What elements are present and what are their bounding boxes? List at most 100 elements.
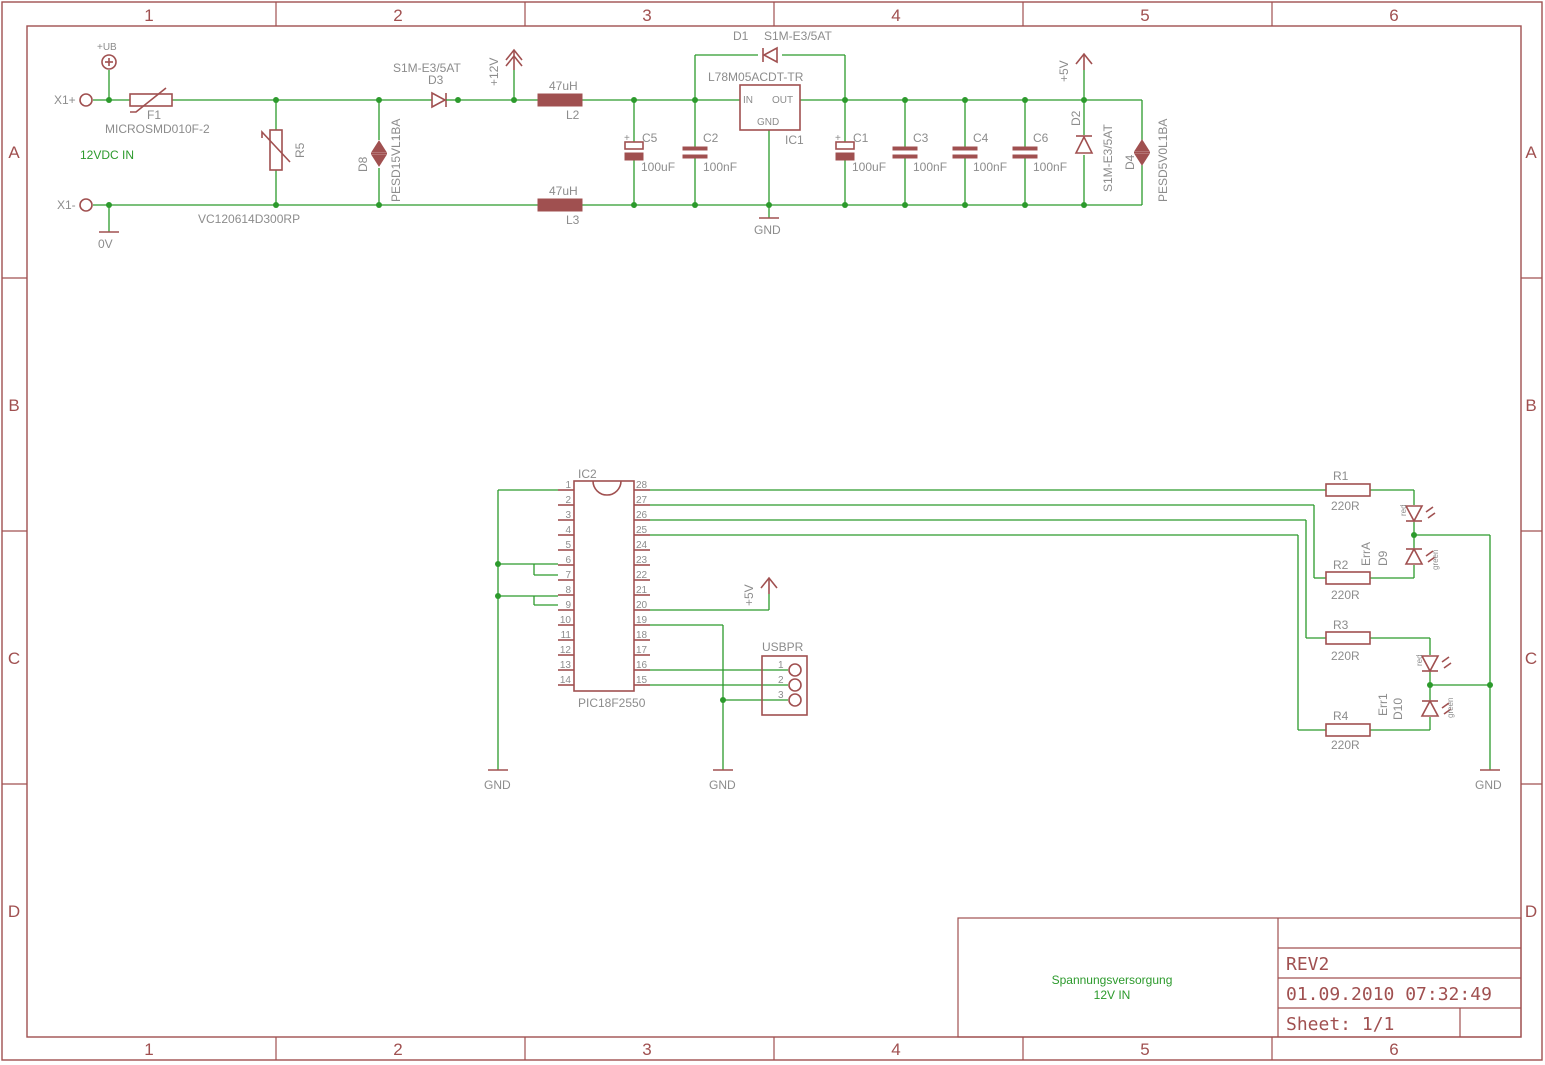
date-time: 01.09.2010 07:32:49: [1286, 984, 1492, 1005]
mcu-pin-number: 8: [565, 585, 571, 596]
plus5v-label: +5V: [1057, 60, 1071, 82]
row-label: A: [1525, 143, 1537, 162]
plus5v-mcu-label: +5V: [742, 584, 756, 606]
r2-value: 220R: [1331, 588, 1360, 602]
fuse-f1: F1 MICROSMD010F-2: [105, 87, 210, 136]
d4-name: D4: [1123, 154, 1137, 170]
c6-name: C6: [1033, 131, 1049, 145]
r1-name: R1: [1333, 469, 1349, 483]
mcu-pin-number: 11: [561, 630, 572, 641]
d10-value: Err1: [1376, 693, 1390, 716]
l2-value: 47uH: [549, 79, 578, 93]
varistor-r5: R5 VC120614D300RP: [198, 129, 307, 226]
column-label: 4: [891, 6, 900, 25]
c3-name: C3: [913, 131, 929, 145]
d9-value: ErrA: [1359, 542, 1373, 566]
mcu-pin-number: 10: [560, 615, 572, 626]
resistor-r4: R4 220R: [1325, 709, 1371, 752]
c1-name: C1: [853, 131, 869, 145]
x1-plus-label: X1+: [54, 93, 76, 107]
sheet-number: Sheet: 1/1: [1286, 1014, 1394, 1035]
input-note: 12VDC IN: [80, 148, 134, 162]
capacitor-c3: C3 100nF: [892, 131, 947, 174]
c6-value: 100nF: [1033, 160, 1067, 174]
d9-red-label: red: [1399, 504, 1408, 516]
d9-green-label: green: [1431, 550, 1440, 570]
ic1-name: IC1: [785, 133, 804, 147]
ground-ic1: GND: [754, 217, 781, 237]
polarity-plus: +: [835, 133, 841, 144]
power-junctions: [106, 97, 1087, 208]
usb-pin-2: 2: [778, 675, 784, 686]
c5-name: C5: [642, 131, 658, 145]
mcu-pin-number: 20: [636, 600, 648, 611]
l3-name: L3: [566, 213, 580, 227]
ground-mcu-left: GND: [484, 769, 511, 792]
row-label: B: [8, 396, 19, 415]
plus12v-label: +12V: [487, 58, 501, 86]
ic2-name: IC2: [578, 467, 597, 481]
capacitor-c6: C6 100nF: [1012, 131, 1067, 174]
column-label: 5: [1140, 6, 1149, 25]
ground-0v: 0V: [98, 231, 119, 251]
mcu-pin-number: 21: [636, 585, 648, 596]
connector-x1: X1+ X1-: [54, 93, 93, 212]
mcu-pin-number: 13: [560, 660, 572, 671]
capacitor-c5: + C5 100uF: [624, 131, 675, 174]
ic1-value: L78M05ACDT-TR: [708, 70, 804, 84]
ub-supply: +UB: [97, 42, 117, 70]
d1-value: S1M-E3/5AT: [764, 29, 832, 43]
row-label: D: [1525, 902, 1537, 921]
mcu-pin-number: 18: [636, 630, 648, 641]
regulator-ic1: IN OUT GND L78M05ACDT-TR IC1: [708, 70, 804, 147]
gnd-mid-label: GND: [709, 778, 736, 792]
d8-value: PESD15VL1BA: [389, 119, 403, 202]
capacitor-c1: + C1 100uF: [835, 131, 886, 174]
capacitor-c4: C4 100nF: [952, 131, 1007, 174]
x1-minus-label: X1-: [57, 198, 76, 212]
mcu-pin-number: 12: [560, 645, 572, 656]
mcu-pin-number: 4: [565, 525, 571, 536]
mcu-pin-number: 22: [636, 570, 648, 581]
d10-green-label: green: [1446, 698, 1455, 718]
mcu-pin-number: 26: [636, 510, 648, 521]
d9-name: D9: [1376, 550, 1390, 566]
row-label: A: [8, 143, 20, 162]
usb-pin-3: 3: [778, 690, 784, 701]
column-label: 1: [144, 6, 153, 25]
ic1-in-pin: IN: [743, 95, 753, 106]
r5-name: R5: [293, 142, 307, 158]
c2-value: 100nF: [703, 160, 737, 174]
r5-value: VC120614D300RP: [198, 212, 300, 226]
tvs-d8: D8 PESD15VL1BA: [356, 119, 403, 202]
c3-value: 100nF: [913, 160, 947, 174]
mcu-pin-number: 25: [636, 525, 648, 536]
r1-value: 220R: [1331, 499, 1360, 513]
column-label: 1: [144, 1040, 153, 1059]
column-label: 2: [393, 1040, 402, 1059]
c4-value: 100nF: [973, 160, 1007, 174]
f1-value: MICROSMD010F-2: [105, 122, 210, 136]
tvs-d4: D4 PESD5V0L1BA: [1123, 119, 1170, 202]
ic1-gnd-pin: GND: [757, 117, 779, 128]
mcu-nets: [497, 489, 1491, 770]
zero-v-label: 0V: [98, 237, 113, 251]
ground-mcu-mid: GND: [709, 769, 736, 792]
led-d10: red green Err1 D10: [1376, 654, 1455, 720]
title-block: Spannungsversorgung 12V IN REV2 01.09.20…: [957, 917, 1522, 1038]
r4-value: 220R: [1331, 738, 1360, 752]
inductor-l3: 47uH L3: [537, 184, 583, 227]
column-label: 3: [642, 6, 651, 25]
c4-name: C4: [973, 131, 989, 145]
d10-name: D10: [1391, 698, 1405, 720]
r3-name: R3: [1333, 618, 1349, 632]
column-label: 4: [891, 1040, 900, 1059]
row-label: D: [8, 902, 20, 921]
column-label: 6: [1389, 1040, 1398, 1059]
inductor-l2: 47uH L2: [537, 79, 583, 122]
led-d9: red green ErrA D9: [1359, 504, 1440, 570]
mcu-pin-number: 9: [565, 600, 571, 611]
row-label: C: [1525, 649, 1537, 668]
c2-name: C2: [703, 131, 719, 145]
